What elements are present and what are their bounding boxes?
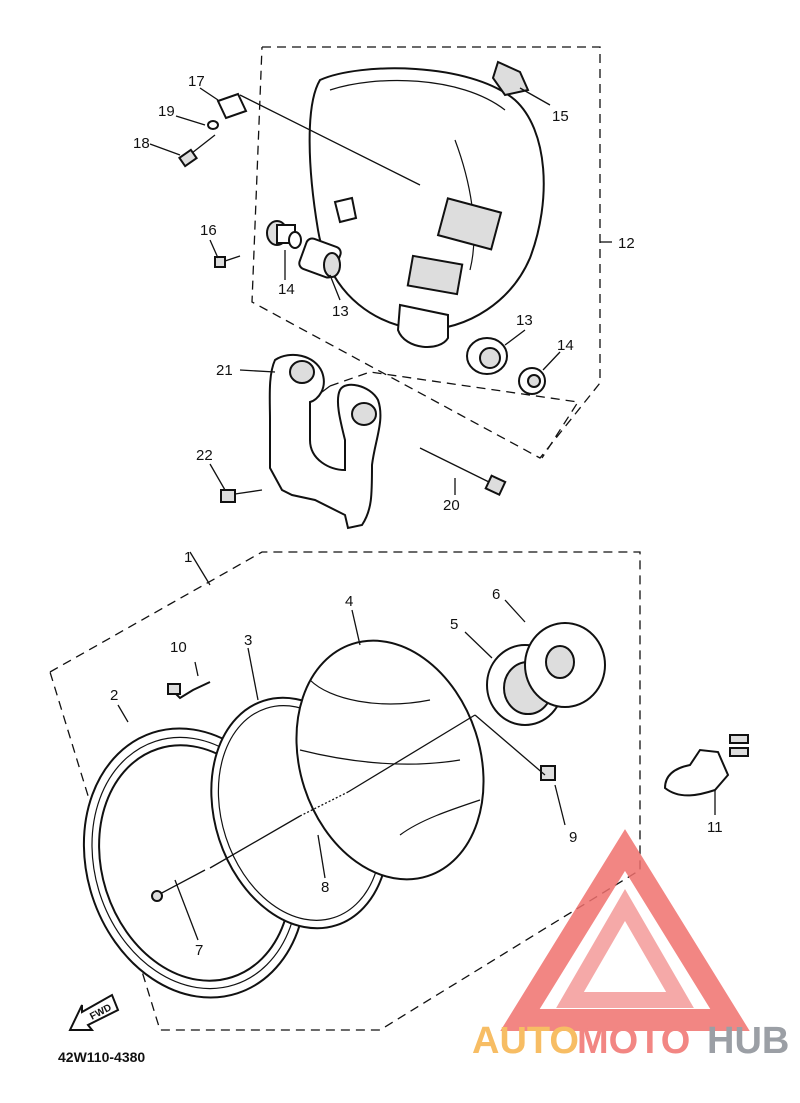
label-13-right: 13	[516, 312, 533, 329]
label-20: 20	[443, 497, 460, 514]
bolt-22	[220, 489, 263, 503]
label-16: 16	[200, 222, 217, 239]
lock-washer-19	[207, 120, 219, 130]
collar-14-right	[518, 367, 546, 395]
label-7: 7	[195, 942, 203, 959]
grommet-13-left	[298, 237, 342, 279]
label-19: 19	[158, 103, 175, 120]
label-4: 4	[345, 593, 353, 610]
screw-7	[151, 869, 206, 902]
watermark-auto: AUTO	[472, 1020, 579, 1062]
automotohub-logo: AUTO MOTO HUB	[472, 829, 789, 1062]
label-9: 9	[569, 829, 577, 846]
watermark-hub: HUB	[707, 1020, 789, 1062]
screw-16	[214, 255, 241, 268]
lens-unit-4	[295, 639, 485, 881]
watermark-moto: MOTO	[577, 1020, 690, 1062]
collar-14-left	[266, 220, 302, 249]
forward-arrow-icon: FWD	[68, 993, 120, 1031]
nut-9	[540, 765, 556, 781]
bolt-18	[178, 134, 216, 168]
label-12: 12	[618, 235, 635, 252]
label-5: 5	[450, 616, 458, 633]
label-8: 8	[321, 879, 329, 896]
bolt-20	[419, 447, 507, 497]
label-17: 17	[188, 73, 205, 90]
label-15: 15	[552, 108, 569, 125]
diagram-code: 42W110-4380	[58, 1049, 145, 1065]
bracket-21	[268, 353, 382, 530]
washer-17	[216, 92, 248, 120]
grommet-13-right	[466, 337, 508, 375]
label-21: 21	[216, 362, 233, 379]
label-10: 10	[170, 639, 187, 656]
wire-clip-10	[167, 681, 211, 700]
part-labels: 17 19 18 16 14 13 15 12 13 14 21 22 20 1…	[110, 73, 723, 959]
housing-group-boundary	[251, 46, 601, 459]
label-14-right: 14	[557, 337, 574, 354]
label-3: 3	[244, 632, 252, 649]
label-13-left: 13	[332, 303, 349, 320]
label-6: 6	[492, 586, 500, 603]
label-22: 22	[196, 447, 213, 464]
headlight-housing-shell	[308, 60, 545, 349]
socket-cover-6	[524, 622, 606, 708]
label-2: 2	[110, 687, 118, 704]
label-18: 18	[133, 135, 150, 152]
label-14-left: 14	[278, 281, 295, 298]
bulb-11	[663, 734, 749, 797]
label-1: 1	[184, 549, 192, 566]
label-11: 11	[707, 819, 723, 836]
headlight-unit-group-boundary	[49, 551, 641, 1031]
spring-8	[299, 791, 349, 817]
logo-triangle-icon	[500, 829, 750, 1031]
